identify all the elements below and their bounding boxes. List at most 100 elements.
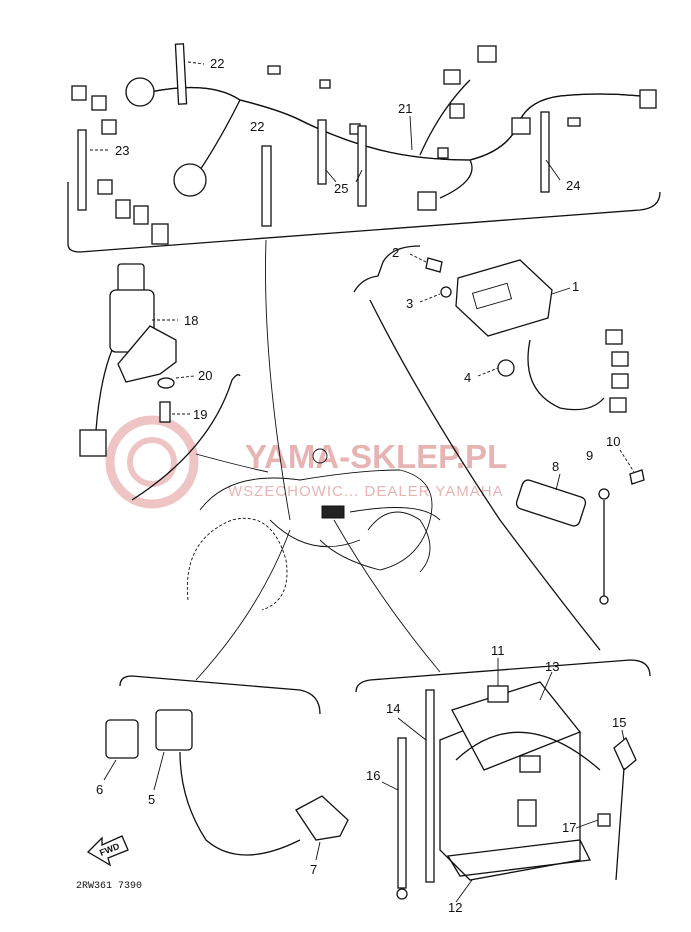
watermark: YAMA-SKLEP.PL WSZECHOWIC... DEALER YAMAH…: [105, 415, 507, 509]
wire-harness-main: [149, 86, 641, 161]
callout-22-mid: 22: [250, 119, 264, 134]
leader-8: [555, 473, 561, 491]
motorcycle-silhouette: [186, 239, 441, 681]
cdi-connector-3: [611, 373, 629, 389]
nut-20: [157, 377, 175, 389]
cdi-unit-label: [471, 282, 513, 310]
cdi-connector-4: [609, 397, 627, 413]
callout-12: 12: [448, 900, 462, 915]
leader-16: [381, 781, 399, 791]
leader-25a: [325, 169, 337, 183]
ecu-section-outline: [353, 245, 421, 293]
screw-2: [425, 257, 443, 273]
battery-band-13: [455, 731, 601, 771]
part-5-body: [155, 709, 193, 751]
callout-18: 18: [184, 313, 198, 328]
cable-band-23: [540, 111, 550, 193]
battery-assembly: [396, 681, 637, 900]
part-9-end: [599, 595, 609, 605]
cdi-unit-wire: [527, 339, 605, 411]
washer-3: [440, 286, 452, 298]
nut-4: [497, 359, 515, 377]
leader-3: [419, 293, 441, 303]
cable-band-22-mid: [261, 145, 272, 227]
battery-lead-16-end: [396, 888, 408, 900]
connector-right-4: [511, 117, 531, 135]
terminal-5: [437, 147, 449, 159]
watermark-subtitle: WSZECHOWIC... DEALER YAMAHA: [228, 483, 504, 500]
main-switch-assembly: [79, 263, 177, 457]
callout-8: 8: [552, 459, 559, 474]
cdi-connector-2: [611, 351, 629, 367]
part-9-ring: [598, 488, 610, 500]
callout-23: 24: [566, 178, 580, 193]
leader-4: [477, 367, 499, 377]
relay-assembly: [515, 469, 645, 605]
connector-lower-2: [115, 199, 131, 219]
motorcycle-ignition-location: [312, 448, 328, 464]
bolt-10: [629, 469, 645, 485]
leader-22-top: [187, 61, 205, 65]
callout-15: 15: [612, 715, 626, 730]
callout-21: 21: [398, 101, 412, 116]
leader-5: [153, 751, 165, 791]
callout-24: 23: [115, 143, 129, 158]
leader-15: [621, 729, 625, 741]
battery-vent-tube: [615, 767, 625, 881]
callout-19: 19: [193, 407, 207, 422]
connector-lower-grommet: [173, 163, 207, 197]
battery-pad: [446, 839, 591, 877]
cable-band-22-top: [174, 43, 188, 105]
wire-harness-group: [71, 45, 657, 245]
battery-section-outline: [355, 659, 651, 693]
callout-3: 3: [406, 296, 413, 311]
battery-fuse-holder: [517, 799, 537, 827]
cdi-connector-1: [605, 329, 623, 345]
main-switch-bracket: [117, 325, 177, 383]
leader-20: [175, 375, 195, 379]
diagram-code: 2RW361 7390: [76, 881, 142, 892]
ecu-divider-curve: [369, 299, 601, 651]
battery-lead-14: [425, 689, 435, 883]
terminal-2: [319, 79, 331, 89]
callout-25: 25: [334, 181, 348, 196]
battery-lead-16: [397, 737, 407, 889]
callout-14: 14: [386, 701, 400, 716]
part-8-body: [515, 479, 587, 527]
wire-harness-main-inner: [149, 86, 641, 161]
terminal-4: [567, 117, 581, 127]
leader-to-ecu: [349, 507, 441, 521]
wire-harness-branch-top: [419, 79, 471, 156]
coil-section-outline: [119, 675, 321, 715]
cable-band-24: [77, 129, 87, 211]
callout-7: 7: [310, 862, 317, 877]
terminal-1: [267, 65, 281, 75]
direction-marker: FWD: [86, 835, 129, 867]
bolt-19: [159, 401, 171, 423]
coil-lead: [179, 751, 301, 856]
connector-right-5: [639, 89, 657, 109]
leader-17: [575, 819, 599, 829]
watermark-logo-inner-icon: [127, 437, 177, 487]
connector-left-grommet: [125, 77, 155, 107]
cable-band-25-b: [357, 125, 367, 207]
callout-1: 1: [572, 279, 579, 294]
part-6-body: [105, 719, 139, 759]
connector-left-2: [91, 95, 107, 111]
callout-16: 16: [366, 768, 380, 783]
leader-to-harness: [265, 239, 291, 521]
leader-to-coil: [195, 529, 291, 681]
connector-left-3: [101, 119, 117, 135]
callout-labels: 22 23 22 21 25 24 1 2 3 4 18 20 19 10 9 …: [96, 56, 626, 915]
connector-lower-1: [97, 179, 113, 195]
connector-lower-4: [151, 223, 169, 245]
fwd-arrow-icon: [86, 835, 129, 867]
leader-13: [539, 671, 553, 701]
section-outlines: [67, 182, 661, 715]
callout-17: 17: [562, 820, 576, 835]
motorcycle-front-wheel: [186, 517, 288, 611]
connector-right-1: [443, 69, 461, 85]
callout-22-top: 22: [210, 56, 224, 71]
battery-terminal-plus: [519, 755, 541, 773]
motorcycle-rear-wheel: [367, 511, 431, 573]
